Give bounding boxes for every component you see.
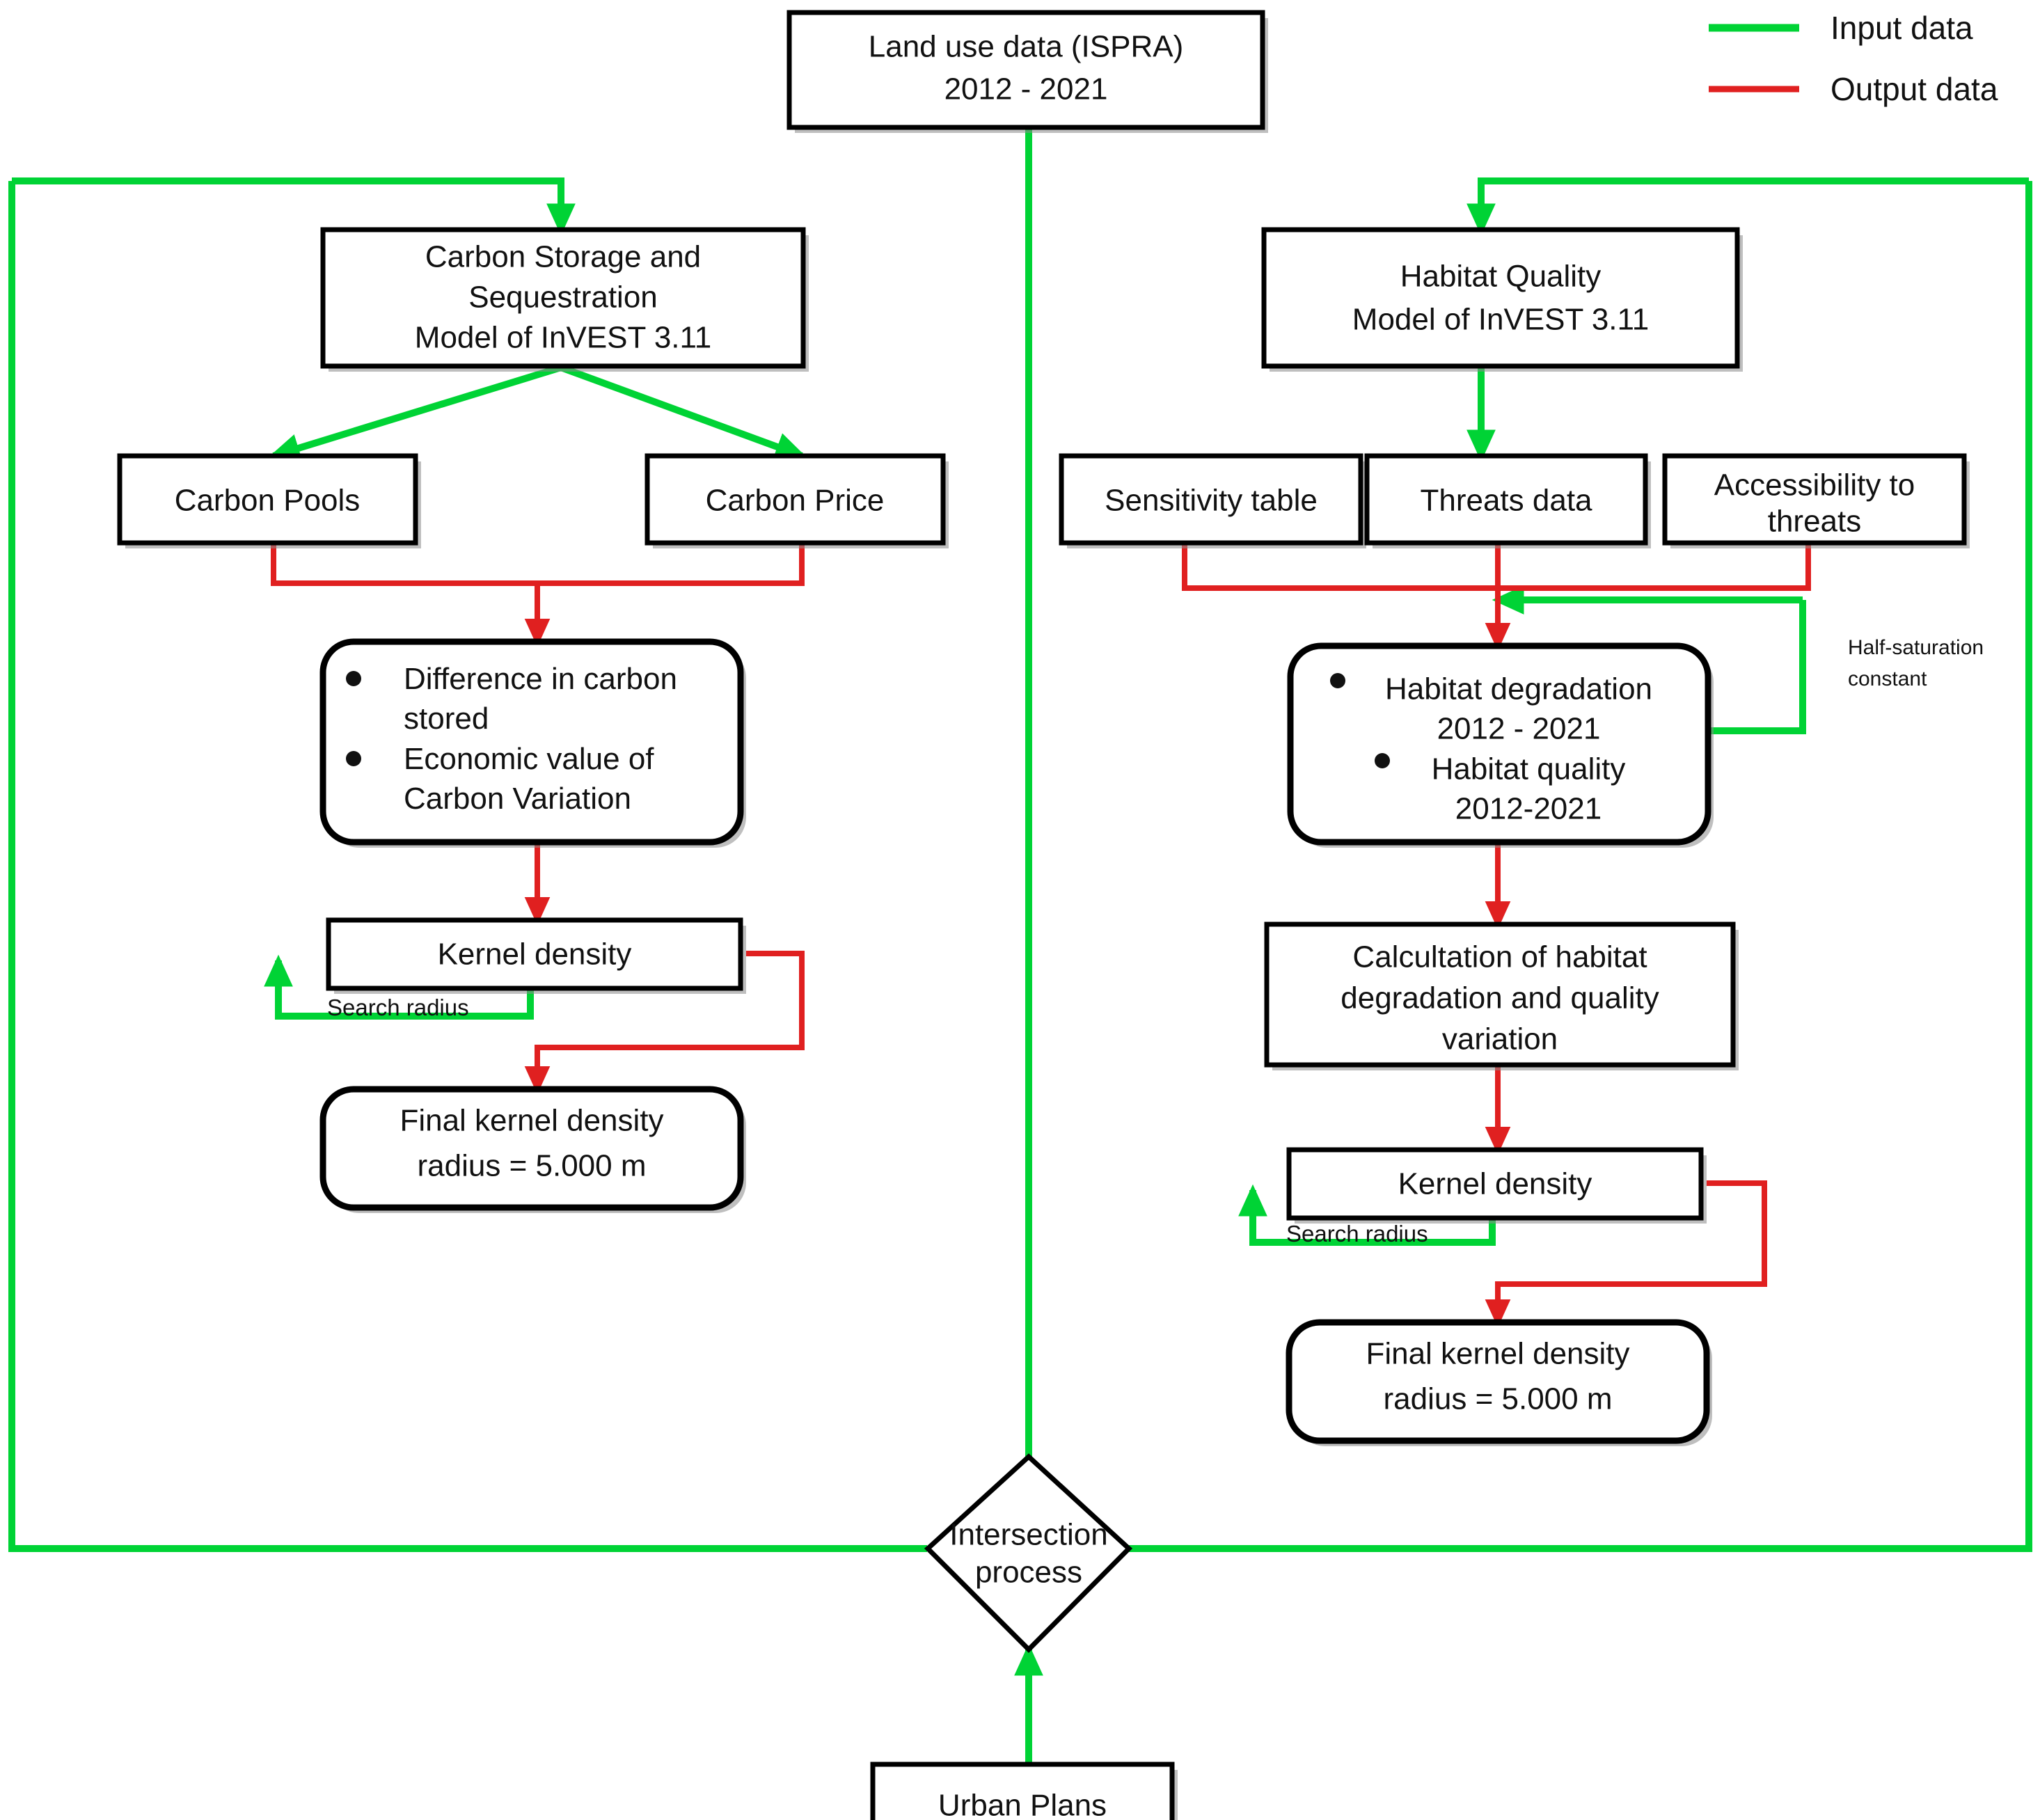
legend-item-output: Output data xyxy=(1709,71,1998,107)
node-habitat-calc-line3: variation xyxy=(1442,1022,1558,1057)
node-kernel-density-right-box[interactable] xyxy=(1286,1147,1704,1221)
node-land-use-data-line2: 2012 - 2021 xyxy=(944,72,1108,106)
node-kernel-density-left-box[interactable] xyxy=(326,917,743,991)
node-habitat-outputs-b2l2: 2012-2021 xyxy=(1455,792,1602,826)
node-accessibility-line1: Accessibility to xyxy=(1714,468,1915,503)
legend-label-input: Input data xyxy=(1831,10,1973,46)
node-habitat-calculation-box[interactable] xyxy=(1264,921,1736,1068)
node-kernel-density-left[interactable]: Kernel density xyxy=(326,917,746,994)
node-habitat-calc-line2: degradation and quality xyxy=(1341,981,1659,1015)
node-habitat-quality-model[interactable]: Habitat Quality Model of InVEST 3.11 xyxy=(1261,227,1743,372)
node-land-use-data-line1: Land use data (ISPRA) xyxy=(869,30,1183,64)
link-carbonmodel-to-pools xyxy=(268,364,562,462)
node-urban-plans-box[interactable] xyxy=(870,1762,1175,1820)
node-threats-data-box[interactable] xyxy=(1364,453,1648,546)
legend-label-output: Output data xyxy=(1831,71,1998,107)
node-habitat-outputs[interactable]: Habitat degradation 2012 - 2021 Habitat … xyxy=(1287,642,1714,848)
node-kernel-density-left-label: Kernel density xyxy=(438,937,632,972)
node-carbon-pools-label: Carbon Pools xyxy=(175,484,361,518)
node-threats-data-label: Threats data xyxy=(1420,484,1592,518)
node-final-kernel-right-line1: Final kernel density xyxy=(1366,1337,1629,1371)
node-carbon-storage-model-line3: Model of InVEST 3.11 xyxy=(415,321,711,355)
node-urban-plans[interactable]: Urban Plans xyxy=(870,1762,1178,1820)
node-habitat-quality-model-line1: Habitat Quality xyxy=(1400,260,1602,294)
node-habitat-calculation[interactable]: Calcultation of habitat degradation and … xyxy=(1264,921,1739,1070)
node-carbon-outputs-box[interactable] xyxy=(319,638,744,846)
bullet-icon xyxy=(1375,753,1390,768)
node-carbon-storage-model[interactable]: Carbon Storage and Sequestration Model o… xyxy=(320,227,809,372)
node-intersection-line2: process xyxy=(975,1556,1082,1590)
legend: Input data Output data xyxy=(1709,10,1998,107)
node-carbon-pools-box[interactable] xyxy=(117,453,418,546)
link-left-outer-loop xyxy=(8,181,927,1552)
node-carbon-price[interactable]: Carbon Price xyxy=(645,453,949,548)
node-habitat-outputs-b1l1: Habitat degradation xyxy=(1385,672,1652,706)
node-carbon-storage-model-line1: Carbon Storage and xyxy=(425,240,701,274)
node-habitat-outputs-b1l2: 2012 - 2021 xyxy=(1437,712,1601,746)
node-intersection-process-shape[interactable] xyxy=(924,1453,1133,1653)
node-final-kernel-density-right[interactable]: Final kernel density radius = 5.000 m xyxy=(1286,1319,1712,1446)
node-accessibility-to-threats-box[interactable] xyxy=(1662,453,1967,546)
node-final-kernel-density-left-box[interactable] xyxy=(319,1086,744,1211)
legend-item-input: Input data xyxy=(1709,10,1973,46)
link-halfsaturation-loop xyxy=(1704,600,1806,734)
node-urban-plans-label: Urban Plans xyxy=(938,1789,1107,1820)
link-kernel-to-final-left xyxy=(524,951,805,1095)
node-sensitivity-table-label: Sensitivity table xyxy=(1105,484,1318,518)
node-carbon-outputs-b1l2: stored xyxy=(404,702,489,736)
node-kernel-density-right-label: Kernel density xyxy=(1398,1167,1592,1201)
node-carbon-outputs-b2l2: Carbon Variation xyxy=(404,782,631,816)
link-left-loop-to-carbon-model xyxy=(12,177,576,236)
link-kernel-to-final-right xyxy=(1485,1180,1767,1328)
bullet-icon xyxy=(346,671,361,686)
node-carbon-outputs[interactable]: Difference in carbon stored Economic val… xyxy=(319,638,746,848)
node-habitat-outputs-box[interactable] xyxy=(1287,642,1711,846)
bullet-icon xyxy=(1330,673,1345,688)
node-kernel-density-right[interactable]: Kernel density xyxy=(1286,1147,1707,1224)
edge-label-half-saturation: Half-saturation constant xyxy=(1848,636,1984,690)
node-accessibility-to-threats[interactable]: Accessibility to threats xyxy=(1662,453,1970,548)
bullet-icon xyxy=(346,751,361,766)
node-final-kernel-right-line2: radius = 5.000 m xyxy=(1384,1382,1613,1416)
node-land-use-data[interactable]: Land use data (ISPRA) 2012 - 2021 xyxy=(786,10,1268,133)
node-habitat-quality-model-line2: Model of InVEST 3.11 xyxy=(1352,303,1649,337)
link-pools-price-merge xyxy=(271,544,805,586)
node-intersection-process[interactable]: Intersection process xyxy=(924,1453,1133,1653)
link-right-loop-to-habitat-model xyxy=(1466,177,2029,236)
node-carbon-outputs-b1l1: Difference in carbon xyxy=(404,662,677,696)
node-carbon-outputs-b2l1: Economic value of xyxy=(404,742,654,776)
half-saturation-line2: constant xyxy=(1848,667,1927,690)
node-accessibility-line2: threats xyxy=(1768,505,1862,539)
node-carbon-price-label: Carbon Price xyxy=(706,484,885,518)
edge-label-search-radius-right: Search radius xyxy=(1286,1221,1428,1247)
node-land-use-data-box[interactable] xyxy=(786,10,1265,130)
node-final-kernel-density-right-box[interactable] xyxy=(1286,1319,1710,1444)
link-right-outer-loop xyxy=(1129,181,2032,1552)
node-carbon-storage-model-box[interactable] xyxy=(320,227,806,369)
edge-label-search-radius-left: Search radius xyxy=(327,995,469,1020)
node-sensitivity-table[interactable]: Sensitivity table xyxy=(1059,453,1366,548)
node-carbon-storage-model-line2: Sequestration xyxy=(468,280,658,315)
node-final-kernel-density-left[interactable]: Final kernel density radius = 5.000 m xyxy=(319,1086,746,1213)
link-carbonmodel-to-price xyxy=(560,364,807,461)
node-habitat-outputs-b2l1: Habitat quality xyxy=(1432,752,1626,786)
node-final-kernel-left-line1: Final kernel density xyxy=(400,1104,663,1138)
node-threats-data[interactable]: Threats data xyxy=(1364,453,1651,548)
node-carbon-pools[interactable]: Carbon Pools xyxy=(117,453,421,548)
node-intersection-line1: Intersection xyxy=(949,1518,1107,1552)
node-carbon-price-box[interactable] xyxy=(645,453,946,546)
node-habitat-quality-model-box[interactable] xyxy=(1261,227,1740,369)
node-habitat-calc-line1: Calcultation of habitat xyxy=(1352,940,1647,974)
node-sensitivity-table-box[interactable] xyxy=(1059,453,1363,546)
half-saturation-line1: Half-saturation xyxy=(1848,636,1984,659)
node-final-kernel-left-line2: radius = 5.000 m xyxy=(418,1149,647,1183)
